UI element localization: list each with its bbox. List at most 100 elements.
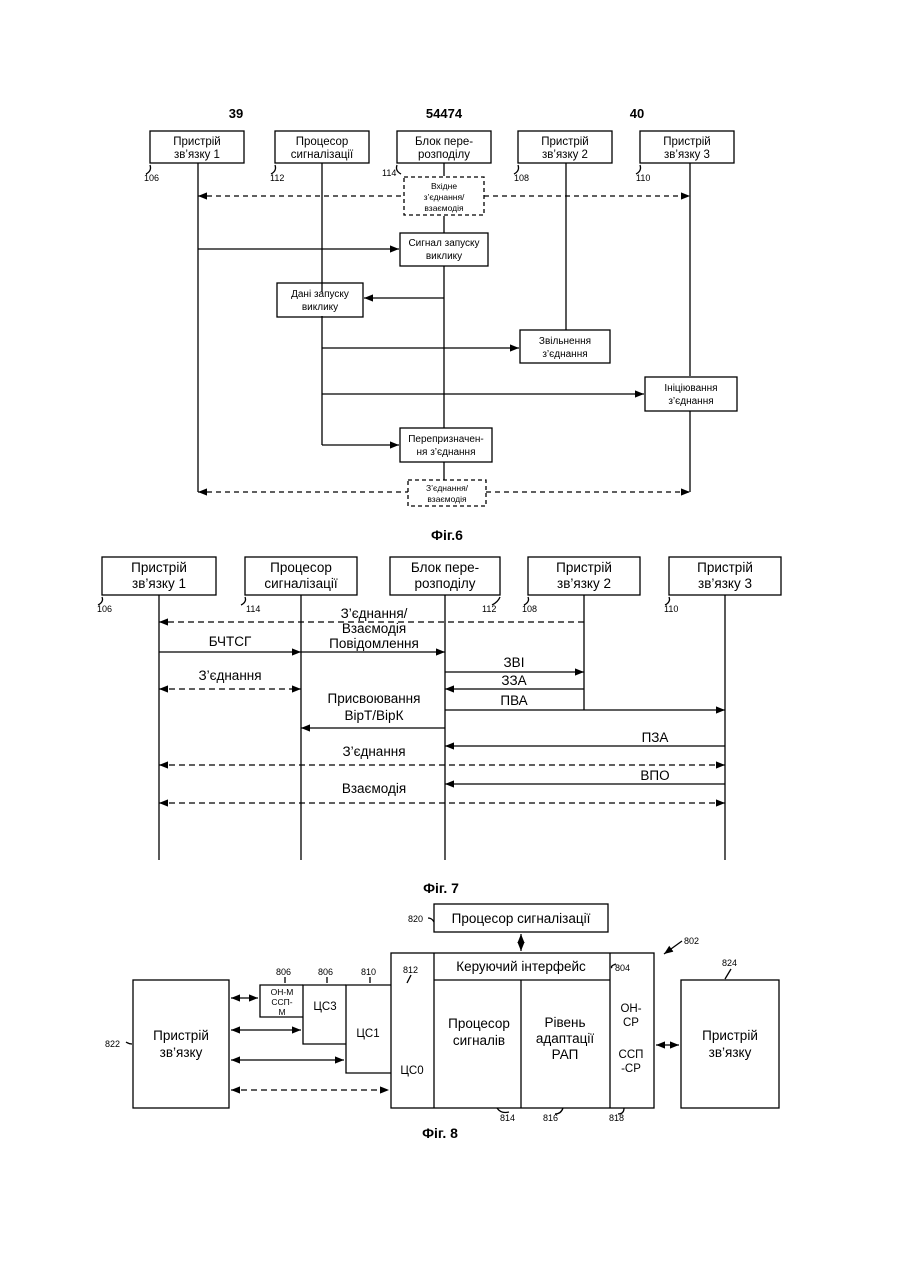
fig8-rap-line2: адаптації xyxy=(536,1031,594,1046)
fig7-msg-assignment-line2: ВірТ/ВірК xyxy=(345,708,404,723)
fig7-device-3-line2: зв’язку 3 xyxy=(698,576,752,591)
fig8-device-right-line1: Пристрій xyxy=(702,1028,758,1043)
fig6-release-line1: Звільнення xyxy=(539,336,591,347)
fig7-msg-assignment-line1: Присвоювання xyxy=(328,691,421,706)
fig7-caption: Фіг. 7 xyxy=(423,880,459,896)
fig7-msg-connection: З’єднання xyxy=(198,668,261,683)
fig8-on-m-line3: М xyxy=(278,1007,285,1017)
fig8-caption: Фіг. 8 xyxy=(422,1125,458,1141)
fig8-main-frame xyxy=(391,953,654,1108)
fig6-incoming-line2: з’єднання/ xyxy=(424,192,465,202)
fig8-ref-814: 814 xyxy=(500,1113,515,1123)
fig7-msg-zvi: ЗВІ xyxy=(504,655,525,670)
fig8-cs3-label: ЦС3 xyxy=(313,1001,336,1013)
fig6-ref-110: 110 xyxy=(636,173,650,183)
fig6-incoming-line1: Вхідне xyxy=(431,181,457,191)
fig8-device-left-box xyxy=(133,980,229,1108)
fig7-msg-conn-interaction-line1: З’єднання/ xyxy=(341,606,408,621)
fig8-device-left-line1: Пристрій xyxy=(153,1028,209,1043)
fig8-ref-822: 822 xyxy=(105,1039,120,1049)
fig7-device-2-line2: зв’язку 2 xyxy=(557,576,611,591)
fig8-on-cp-line1: ОН- xyxy=(620,1003,641,1015)
fig8-ref-818: 818 xyxy=(609,1113,624,1123)
fig7-redistribution-line1: Блок пере- xyxy=(411,560,479,575)
fig8-cs1-label: ЦС1 xyxy=(356,1028,379,1040)
fig6-device-3-line2: зв’язку 3 xyxy=(664,149,710,161)
fig8-on-m-line2: ССП- xyxy=(271,997,292,1007)
fig7-ref-112: 112 xyxy=(482,604,496,614)
fig6-connection-line1: З’єднання/ xyxy=(426,483,469,493)
fig8-ref-810: 810 xyxy=(361,967,376,977)
fig6-initiate-line2: з’єднання xyxy=(668,396,713,407)
fig6-signal-processor-line2: сигналізації xyxy=(291,149,354,161)
fig7-ref-106: 106 xyxy=(97,604,112,614)
fig6-trigger-data-line2: виклику xyxy=(302,302,338,313)
fig8-ref-820: 820 xyxy=(408,914,423,924)
fig7-device-1-line2: зв’язку 1 xyxy=(132,576,186,591)
fig8-ref-806a: 806 xyxy=(276,967,291,977)
fig6-signal-processor-line1: Процесор xyxy=(296,136,349,148)
fig6-ref-108: 108 xyxy=(514,173,529,183)
fig7-ref-114: 114 xyxy=(246,604,260,614)
fig6-device-1-line2: зв’язку 1 xyxy=(174,149,220,161)
fig8-cs0-label: ЦС0 xyxy=(400,1065,423,1077)
page-number-right: 40 xyxy=(630,106,644,121)
figure-7 xyxy=(98,557,781,860)
fig6-device-1-line1: Пристрій xyxy=(173,136,220,148)
fig7-msg-pza: ПЗА xyxy=(642,730,669,745)
fig8-device-right-box xyxy=(681,980,779,1108)
fig6-reassign-line2: ня з’єднання xyxy=(416,447,475,458)
fig6-redistribution-line1: Блок пере- xyxy=(415,136,473,148)
fig8-on-m-line1: ОН-М xyxy=(271,987,294,997)
fig8-ref-804: 804 xyxy=(615,963,630,973)
fig7-msg-conn-interaction-line2: Взаємодія xyxy=(342,621,406,636)
fig7-signal-processor-line1: Процесор xyxy=(270,560,332,575)
fig6-ref-114: 114 xyxy=(382,168,396,178)
fig8-ref-812: 812 xyxy=(403,965,418,975)
fig7-device-1-line1: Пристрій xyxy=(131,560,187,575)
fig6-reassign-line1: Перепризначен- xyxy=(408,434,484,445)
page-number-left: 39 xyxy=(229,106,243,121)
fig8-signaling-processor-label: Процесор сигналізації xyxy=(452,911,591,926)
fig8-ref-824: 824 xyxy=(722,958,737,968)
fig7-device-3-line1: Пристрій xyxy=(697,560,753,575)
patent-number: 54474 xyxy=(426,106,463,121)
figure-6-text: Пристрій зв’язку 1 Процесор сигналізації… xyxy=(144,136,718,543)
fig6-trigger-data-line1: Дані запуску xyxy=(291,289,349,300)
figure-8-text: Процесор сигналізації 820 Керуючий інтер… xyxy=(105,911,758,1141)
fig7-msg-notification: Повідомлення xyxy=(329,636,419,651)
fig8-on-cp-line2: СР xyxy=(623,1017,639,1029)
fig6-redistribution-line2: розподілу xyxy=(418,149,470,161)
fig8-ssp-cp-line2: -СР xyxy=(621,1063,641,1075)
fig7-msg-pva: ПВА xyxy=(500,693,527,708)
fig8-ssp-cp-line1: ССП xyxy=(619,1049,644,1061)
fig8-device-right-line2: зв’язку xyxy=(709,1045,752,1060)
fig7-msg-zza: ЗЗА xyxy=(501,673,526,688)
fig7-ref-108: 108 xyxy=(522,604,537,614)
fig6-trigger-signal-line1: Сигнал запуску xyxy=(408,238,479,249)
fig7-redistribution-line2: розподілу xyxy=(414,576,475,591)
page-header: 39 54474 40 xyxy=(229,106,644,121)
fig7-msg-interaction: Взаємодія xyxy=(342,781,406,796)
fig6-incoming-line3: взаємодія xyxy=(424,203,464,213)
figure-8 xyxy=(126,904,779,1114)
fig7-msg-connection-2: З’єднання xyxy=(342,744,405,759)
fig7-ref-110: 110 xyxy=(664,604,678,614)
fig6-device-2-line1: Пристрій xyxy=(541,136,588,148)
fig8-rap-line3: РАП xyxy=(552,1047,579,1062)
fig7-msg-bchtsg: БЧТСГ xyxy=(209,634,252,649)
fig6-device-3-line1: Пристрій xyxy=(663,136,710,148)
fig6-release-line2: з’єднання xyxy=(542,349,587,360)
fig8-ref-802: 802 xyxy=(684,936,699,946)
fig6-trigger-signal-line2: виклику xyxy=(426,251,462,262)
fig8-device-left-line2: зв’язку xyxy=(160,1045,203,1060)
fig6-caption: Фіг.6 xyxy=(431,527,463,543)
fig8-control-interface-label: Керуючий інтерфейс xyxy=(456,959,586,974)
fig6-connection-line2: взаємодія xyxy=(427,494,467,504)
fig8-signal-processor-line1: Процесор xyxy=(448,1016,510,1031)
fig6-ref-112: 112 xyxy=(270,173,284,183)
fig8-ref-816: 816 xyxy=(543,1113,558,1123)
fig8-signal-processor-line2: сигналів xyxy=(453,1033,505,1048)
fig7-msg-vpo: ВПО xyxy=(640,768,669,783)
